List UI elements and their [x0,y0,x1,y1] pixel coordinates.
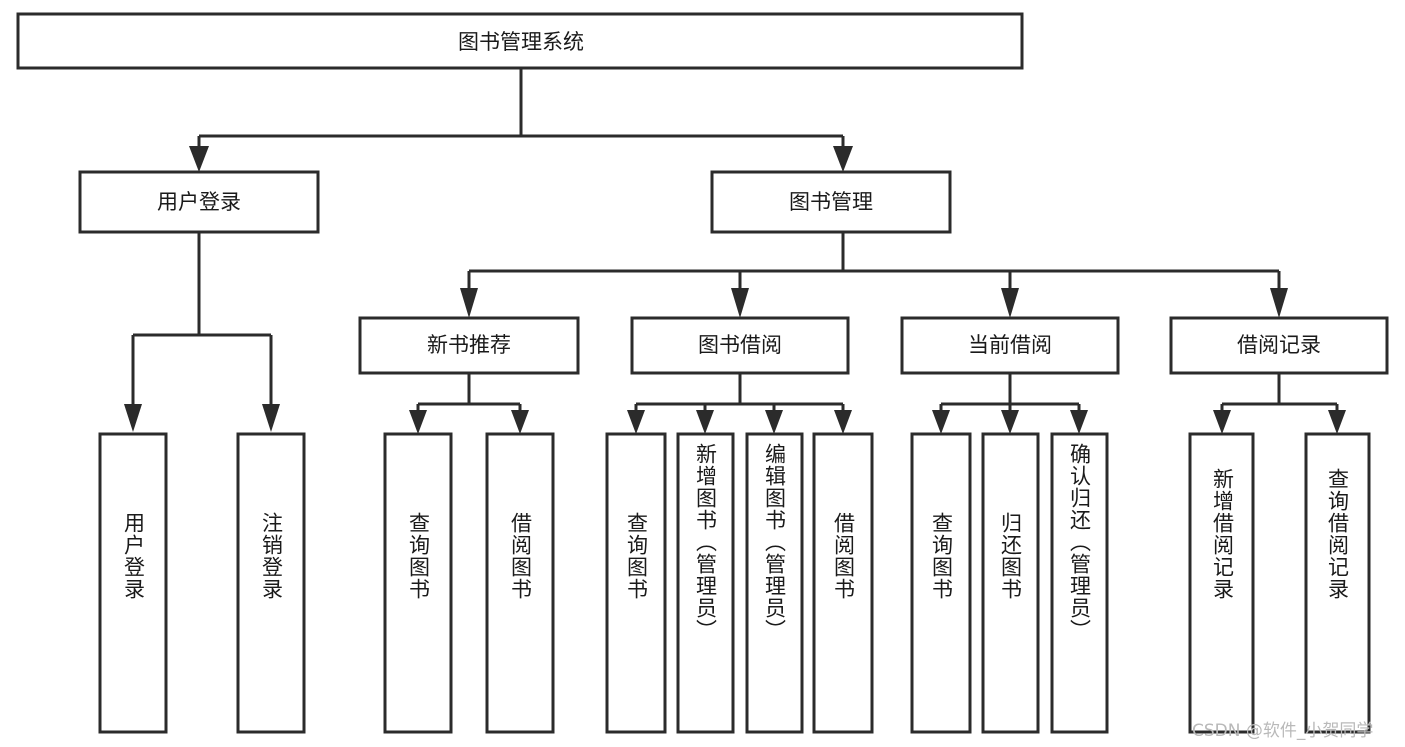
connector-layer [124,68,1346,434]
node-leaf-user-login[interactable] [98,432,168,734]
node-book-borrow[interactable] [630,316,850,375]
arrow-head-icon [1328,410,1346,434]
node-book-management-label: 图书管理 [789,190,873,214]
arrow-head-icon [1070,410,1088,434]
node-borrow-record-label: 借阅记录 [1237,333,1321,357]
node-leaf-add-book-admin[interactable] [676,432,735,734]
arrow-head-icon [262,404,280,432]
node-layer: 图书管理系统 用户登录 图书管理 新书推荐 图书借阅 当前借阅 借阅记录 [16,12,1389,734]
node-leaf-query-book-1[interactable] [383,432,453,734]
arrow-head-icon [1001,288,1019,318]
arrow-head-icon [731,288,749,318]
node-book-management[interactable] [710,170,952,234]
arrow-head-icon [409,410,427,434]
csdn-watermark: CSDN @软件_小贺同学 [1192,721,1374,741]
node-new-book-recommend-label: 新书推荐 [427,333,511,357]
node-root-label: 图书管理系统 [458,30,584,54]
arrow-head-icon [1001,410,1019,434]
node-new-book-recommend[interactable] [358,316,580,375]
node-current-borrow[interactable] [900,316,1120,375]
node-leaf-edit-book-admin[interactable] [745,432,804,734]
node-leaf-logout[interactable] [236,432,306,734]
arrow-head-icon [189,146,209,172]
node-borrow-record[interactable] [1169,316,1389,375]
arrow-head-icon [124,404,142,432]
arrow-head-icon [627,410,645,434]
node-leaf-return-book[interactable] [981,432,1040,734]
arrow-head-icon [833,146,853,172]
arrow-head-icon [1270,288,1288,318]
node-leaf-borrow-book-2[interactable] [812,432,874,734]
node-root[interactable] [16,12,1024,70]
arrow-head-icon [932,410,950,434]
node-leaf-query-borrow-record[interactable] [1304,432,1371,734]
node-leaf-borrow-book-1[interactable] [485,432,555,734]
arrow-head-icon [765,410,783,434]
arrow-head-icon [696,410,714,434]
arrow-head-icon [511,410,529,434]
node-leaf-query-book-3[interactable] [910,432,972,734]
arrow-head-icon [834,410,852,434]
node-user-login-label: 用户登录 [157,190,241,214]
node-book-borrow-label: 图书借阅 [698,333,782,357]
node-leaf-add-borrow-record[interactable] [1188,432,1255,734]
arrow-head-icon [1213,410,1231,434]
node-leaf-confirm-return-admin[interactable] [1050,432,1109,734]
node-user-login[interactable] [78,170,320,234]
node-current-borrow-label: 当前借阅 [968,333,1052,357]
arrow-head-icon [460,288,478,318]
node-leaf-query-book-2[interactable] [605,432,667,734]
